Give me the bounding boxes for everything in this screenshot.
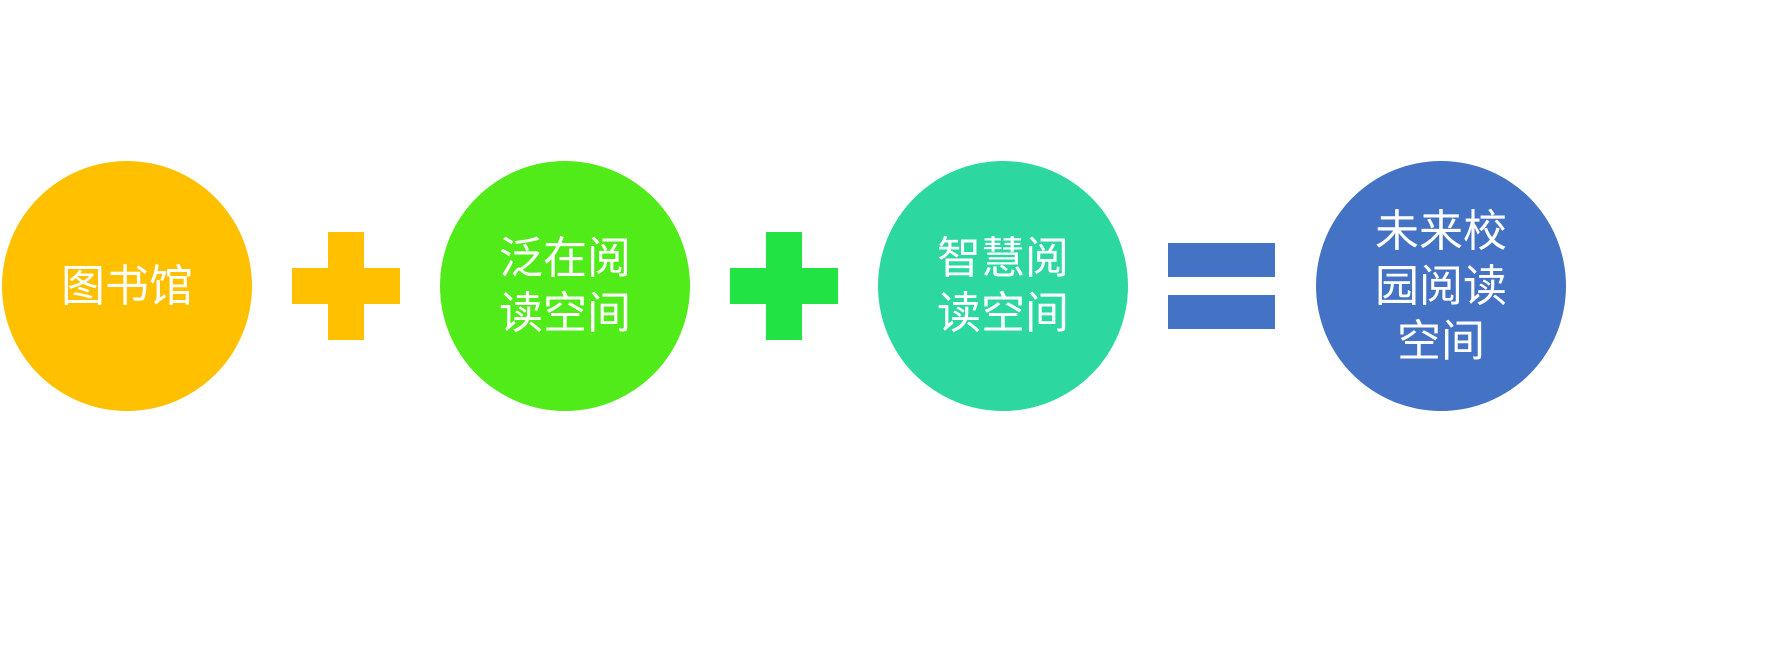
future-campus-reading-space-label: 未来校园阅读空间 [1375, 205, 1507, 367]
library-label: 图书馆 [61, 260, 193, 312]
plus-icon [292, 232, 400, 340]
library-circle: 图书馆 [2, 161, 252, 411]
plus-icon [730, 232, 838, 340]
smart-reading-space-circle: 智慧阅读空间 [878, 161, 1128, 411]
pan-reading-space-label: 泛在阅读空间 [499, 233, 631, 339]
future-campus-reading-space-circle: 未来校园阅读空间 [1316, 161, 1566, 411]
smart-reading-space-label: 智慧阅读空间 [937, 233, 1069, 339]
pan-reading-space-circle: 泛在阅读空间 [440, 161, 690, 411]
